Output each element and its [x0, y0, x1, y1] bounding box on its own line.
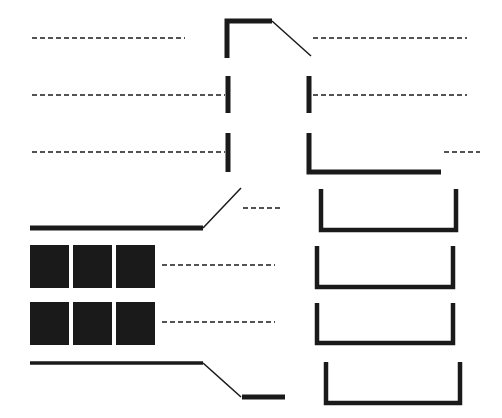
thick-strokes [30, 18, 441, 400]
block-r1-c2 [73, 245, 112, 288]
block-r2-c1 [30, 302, 69, 345]
right-corner-row3 [306, 133, 441, 175]
u-brackets [314, 189, 463, 406]
block-r2-c2 [73, 302, 112, 345]
block-r1-c3 [116, 245, 155, 288]
u-bracket-1 [318, 189, 459, 233]
dashed-guides [32, 37, 480, 323]
u-bracket-4 [323, 362, 463, 406]
block-r1-c1 [30, 245, 69, 288]
block-r2-c3 [116, 302, 155, 345]
diagonal-bottom [202, 362, 242, 398]
top-hook [224, 18, 272, 58]
u-bracket-2 [314, 246, 456, 290]
thin-diagonals [202, 20, 312, 398]
diagonal-middle [202, 187, 242, 229]
u-bracket-3 [314, 303, 456, 346]
square-blocks [30, 245, 155, 345]
diagonal-top [271, 20, 312, 57]
